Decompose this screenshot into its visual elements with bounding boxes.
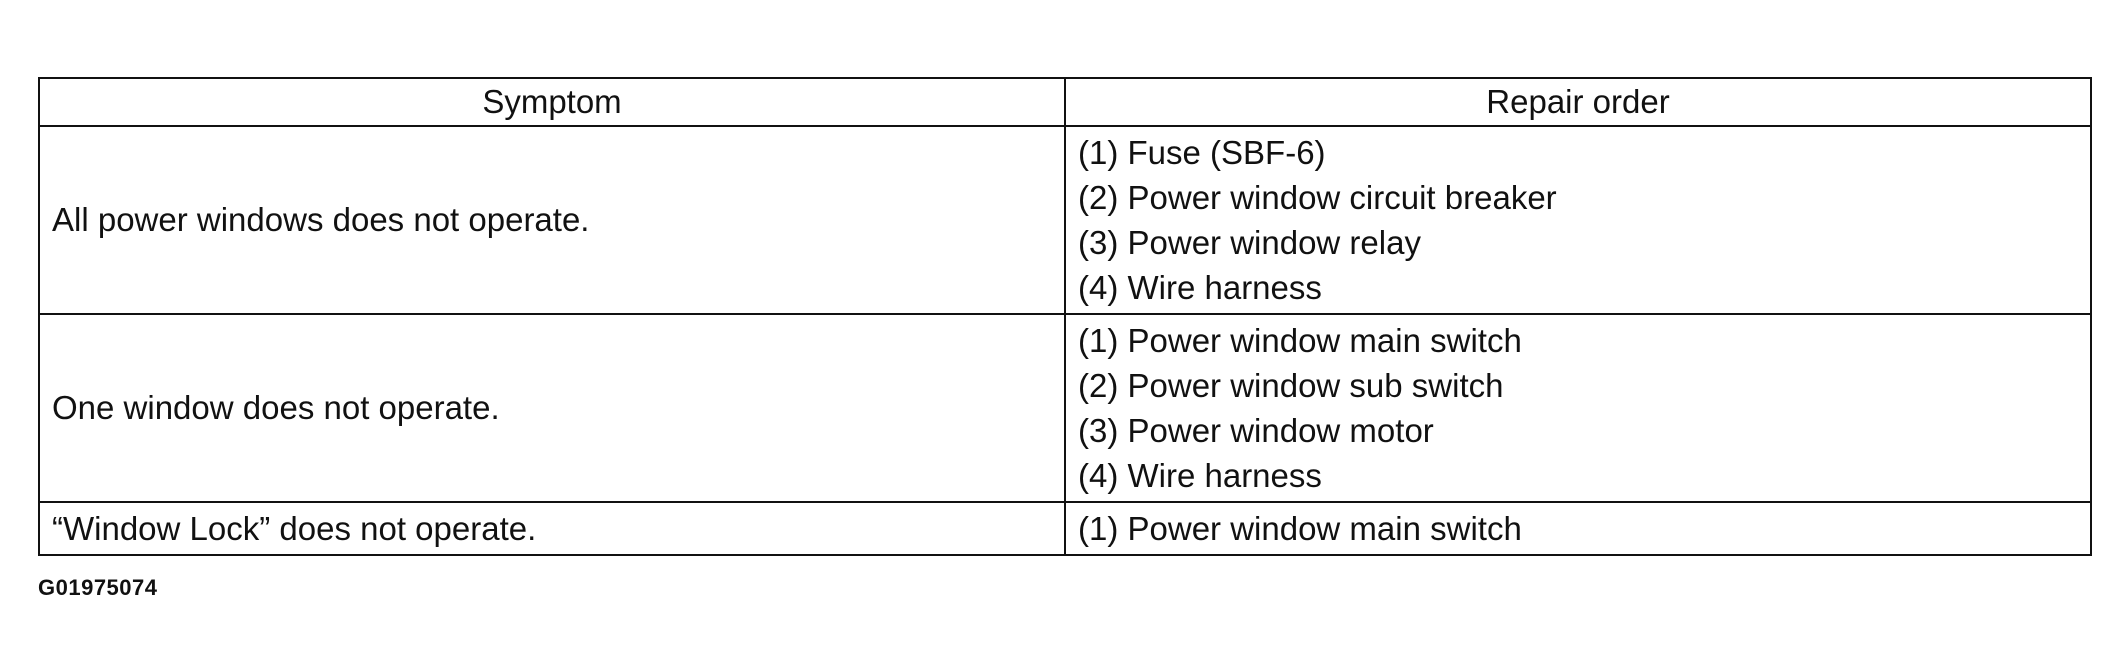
table-row: One window does not operate. (1) Power w…	[38, 313, 2092, 503]
symptom-cell: All power windows does not operate.	[38, 125, 1066, 315]
table-row: All power windows does not operate. (1) …	[38, 125, 2092, 315]
repair-step: (1) Power window main switch	[1078, 510, 1522, 547]
header-row: Symptom Repair order	[38, 77, 2092, 127]
table-row: “Window Lock” does not operate. (1) Powe…	[38, 501, 2092, 556]
repair-step: (4) Wire harness	[1078, 269, 1322, 306]
repair-order-header: Repair order	[1064, 77, 2092, 127]
repair-order-cell: (1) Fuse (SBF-6) (2) Power window circui…	[1064, 125, 2092, 315]
diagnosis-table: Symptom Repair order All power windows d…	[38, 77, 2092, 556]
repair-order-cell: (1) Power window main switch	[1064, 501, 2092, 556]
repair-order-cell: (1) Power window main switch (2) Power w…	[1064, 313, 2092, 503]
symptom-header: Symptom	[38, 77, 1066, 127]
figure-code: G01975074	[38, 575, 158, 600]
repair-step: (1) Fuse (SBF-6)	[1078, 134, 1326, 171]
symptom-cell: One window does not operate.	[38, 313, 1066, 503]
repair-step: (3) Power window motor	[1078, 412, 1434, 449]
symptom-cell: “Window Lock” does not operate.	[38, 501, 1066, 556]
repair-step: (4) Wire harness	[1078, 457, 1322, 494]
repair-step: (1) Power window main switch	[1078, 322, 1522, 359]
repair-step: (2) Power window circuit breaker	[1078, 179, 1557, 216]
table-body: All power windows does not operate. (1) …	[38, 125, 2092, 556]
repair-step: (3) Power window relay	[1078, 224, 1421, 261]
table-header: Symptom Repair order	[38, 77, 2092, 127]
repair-step: (2) Power window sub switch	[1078, 367, 1504, 404]
